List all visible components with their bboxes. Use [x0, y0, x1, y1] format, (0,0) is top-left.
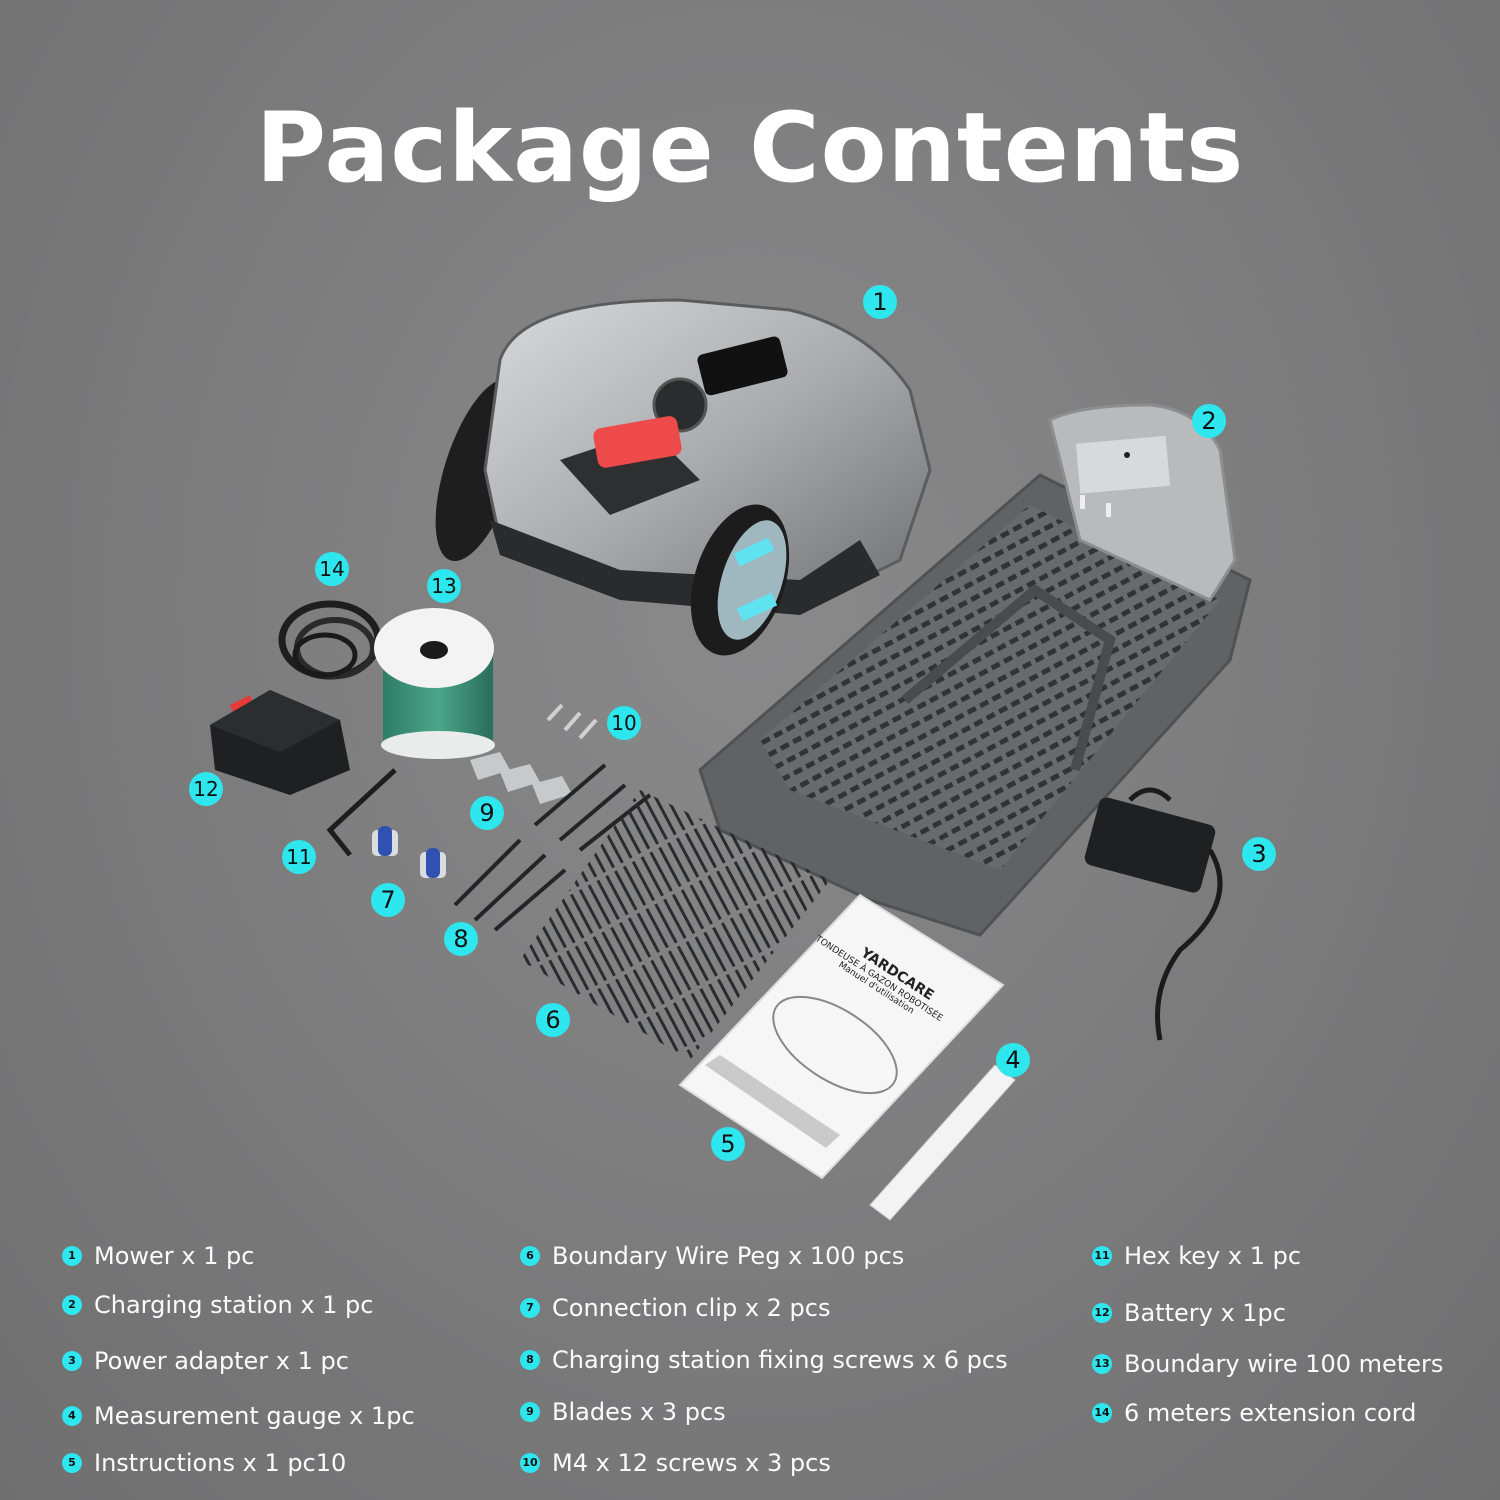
boundary-wire-spool	[374, 608, 495, 759]
callout-badge-14: 14	[315, 552, 349, 586]
callout-badge-7: 7	[371, 883, 405, 917]
legend-item-3: 3 Power adapter x 1 pc	[62, 1347, 349, 1375]
legend-number-badge: 9	[520, 1402, 540, 1422]
legend-item-13: 13 Boundary wire 100 meters	[1092, 1350, 1443, 1378]
blades	[470, 752, 572, 804]
connection-clips	[372, 826, 446, 878]
callout-badge-11: 11	[282, 840, 316, 874]
legend-item-4: 4 Measurement gauge x 1pc	[62, 1402, 415, 1430]
legend-label: 6 meters extension cord	[1124, 1399, 1417, 1427]
legend-label: Blades x 3 pcs	[552, 1398, 726, 1426]
legend-number-badge: 2	[62, 1295, 82, 1315]
extension-cord	[278, 600, 382, 680]
legend-number-badge: 1	[62, 1246, 82, 1266]
callout-badge-3: 3	[1242, 837, 1276, 871]
callout-badge-9: 9	[470, 796, 504, 830]
charging-station	[698, 403, 1252, 937]
legend-item-2: 2 Charging station x 1 pc	[62, 1291, 373, 1319]
legend-item-1: 1 Mower x 1 pc	[62, 1242, 254, 1270]
callout-badge-2: 2	[1192, 404, 1226, 438]
contents-legend: 1 Mower x 1 pc 2 Charging station x 1 pc…	[0, 1230, 1500, 1500]
page-title: Package Contents	[255, 92, 1245, 204]
legend-number-badge: 5	[62, 1453, 82, 1473]
power-adapter	[1084, 787, 1223, 1041]
legend-label: Boundary wire 100 meters	[1124, 1350, 1444, 1378]
callout-badge-8: 8	[444, 922, 478, 956]
legend-item-5: 5 Instructions x 1 pc10	[62, 1449, 346, 1477]
instruction-manual: YARDCARE TONDEUSE À GAZON ROBOTISÉE Manu…	[678, 893, 1005, 1180]
legend-item-8: 8 Charging station fixing screws x 6 pcs	[520, 1346, 1008, 1374]
legend-number-badge: 8	[520, 1350, 540, 1370]
battery	[210, 690, 350, 795]
legend-label: Boundary Wire Peg x 100 pcs	[552, 1242, 905, 1270]
legend-number-badge: 11	[1092, 1246, 1112, 1266]
legend-item-9: 9 Blades x 3 pcs	[520, 1398, 726, 1426]
legend-item-14: 14 6 meters extension cord	[1092, 1399, 1416, 1427]
legend-number-badge: 10	[520, 1453, 540, 1473]
callout-badge-5: 5	[711, 1127, 745, 1161]
legend-label: Connection clip x 2 pcs	[552, 1294, 831, 1322]
mower	[435, 298, 932, 656]
callout-badge-13: 13	[427, 569, 461, 603]
legend-item-7: 7 Connection clip x 2 pcs	[520, 1294, 830, 1322]
m4-screws	[546, 703, 598, 740]
legend-item-12: 12 Battery x 1pc	[1092, 1299, 1286, 1327]
callout-badge-10: 10	[607, 706, 641, 740]
legend-label: Charging station x 1 pc	[94, 1291, 374, 1319]
callout-badge-12: 12	[189, 772, 223, 806]
boundary-wire-pegs	[520, 790, 830, 1060]
legend-number-badge: 7	[520, 1298, 540, 1318]
legend-number-badge: 13	[1092, 1354, 1112, 1374]
legend-label: Instructions x 1 pc10	[94, 1449, 347, 1477]
callout-badge-6: 6	[536, 1003, 570, 1037]
legend-label: Power adapter x 1 pc	[94, 1347, 349, 1375]
hex-key	[326, 768, 397, 857]
legend-item-11: 11 Hex key x 1 pc	[1092, 1242, 1301, 1270]
legend-item-10: 10 M4 x 12 screws x 3 pcs	[520, 1449, 831, 1477]
legend-item-6: 6 Boundary Wire Peg x 100 pcs	[520, 1242, 904, 1270]
package-contents-illustration: YARDCARE TONDEUSE À GAZON ROBOTISÉE Manu…	[210, 298, 1252, 1221]
legend-label: Measurement gauge x 1pc	[94, 1402, 415, 1430]
legend-label: Hex key x 1 pc	[1124, 1242, 1302, 1270]
legend-label: Mower x 1 pc	[94, 1242, 255, 1270]
legend-number-badge: 6	[520, 1246, 540, 1266]
product-illustration: YARDCARE TONDEUSE À GAZON ROBOTISÉE Manu…	[189, 285, 1276, 1221]
legend-number-badge: 3	[62, 1351, 82, 1371]
legend-number-badge: 14	[1092, 1403, 1112, 1423]
legend-label: M4 x 12 screws x 3 pcs	[552, 1449, 831, 1477]
legend-number-badge: 4	[62, 1406, 82, 1426]
measurement-gauge	[869, 1064, 1016, 1221]
fixing-screws	[453, 763, 652, 932]
legend-number-badge: 12	[1092, 1303, 1112, 1323]
callout-badge-4: 4	[996, 1043, 1030, 1077]
legend-label: Battery x 1pc	[1124, 1299, 1286, 1327]
callout-badge-1: 1	[863, 285, 897, 319]
legend-label: Charging station fixing screws x 6 pcs	[552, 1346, 1008, 1374]
